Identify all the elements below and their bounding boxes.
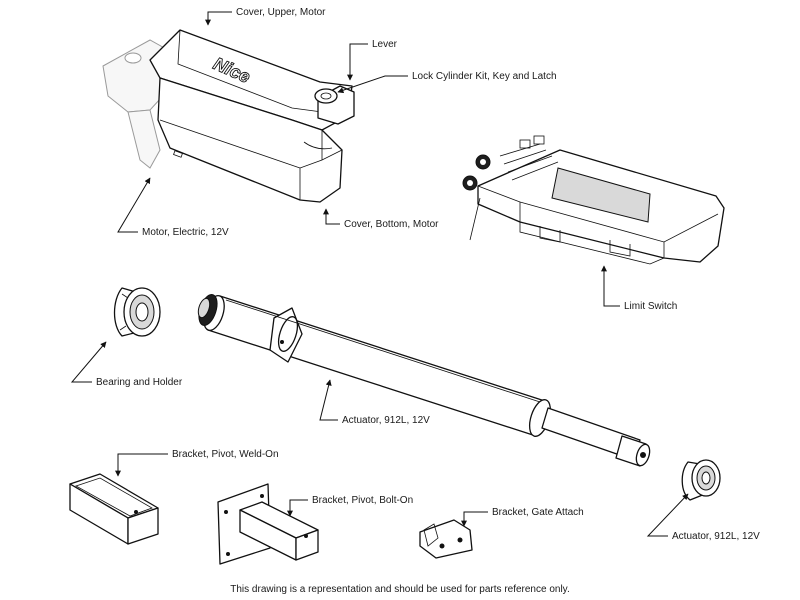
label-limit-switch: Limit Switch (624, 301, 677, 312)
lever-and-lock-part (314, 85, 355, 125)
bracket-pivot-weld-on-part (69, 473, 159, 545)
label-bearing-and-holder: Bearing and Holder (96, 377, 183, 388)
label-cover-upper-motor: Cover, Upper, Motor (236, 7, 326, 18)
bracket-gate-attach-part (419, 519, 473, 559)
leader-bearing-holder (70, 341, 107, 383)
bearing-and-holder-part (113, 287, 161, 337)
label-lever: Lever (372, 39, 398, 50)
label-actuator-end: Actuator, 912L, 12V (672, 531, 760, 542)
bracket-pivot-bolt-on-part (217, 483, 319, 565)
leader-lever (347, 43, 368, 81)
label-lock-cylinder: Lock Cylinder Kit, Key and Latch (412, 71, 557, 82)
leader-bracket-gate-attach (461, 511, 488, 527)
actuator-912l-part (197, 294, 651, 467)
motor-assembly: Nice (102, 29, 355, 203)
label-bracket-gate-attach: Bracket, Gate Attach (492, 507, 584, 518)
leader-actuator-end (646, 493, 689, 537)
label-actuator-main: Actuator, 912L, 12V (342, 415, 430, 426)
leader-lines (70, 11, 689, 537)
label-cover-bottom-motor: Cover, Bottom, Motor (344, 219, 439, 230)
leader-actuator-main (319, 379, 338, 421)
leader-lock-cylinder (337, 75, 408, 94)
leader-limit-switch (601, 265, 620, 307)
limit-switch-part (462, 135, 725, 265)
footer-disclaimer: This drawing is a representation and sho… (230, 584, 569, 595)
leader-cover-bottom (323, 208, 340, 225)
actuator-end-bearing-part (681, 459, 721, 501)
label-bracket-weld-on: Bracket, Pivot, Weld-On (172, 449, 279, 460)
part-labels: Cover, Upper, Motor Lever Lock Cylinder … (96, 7, 760, 542)
leader-bracket-bolt-on (287, 499, 308, 517)
cover-bottom-motor-part (157, 77, 343, 203)
label-bracket-bolt-on: Bracket, Pivot, Bolt-On (312, 495, 413, 506)
leader-motor-electric (117, 177, 151, 233)
leader-cover-upper (205, 11, 232, 26)
label-motor-electric: Motor, Electric, 12V (142, 227, 229, 238)
leader-bracket-weld-on (115, 453, 168, 477)
